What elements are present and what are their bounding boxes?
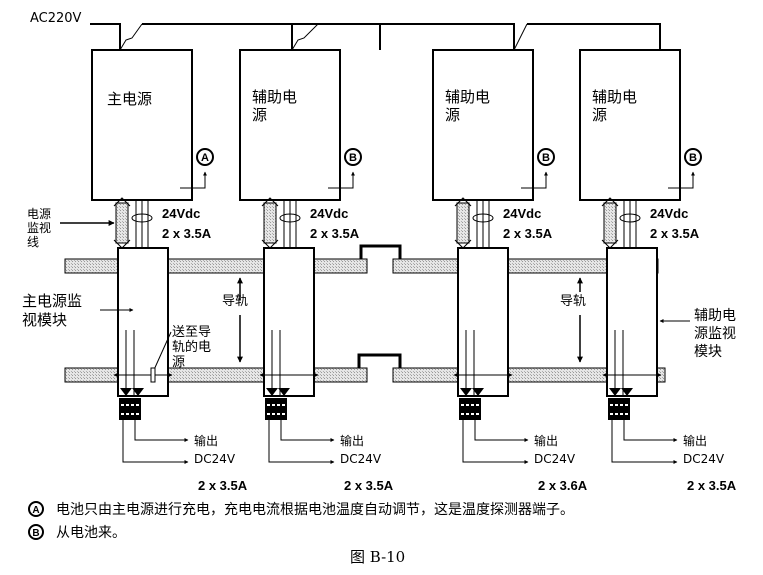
monitor-module-1: 输出 DC24V 2 x 3.5A [113, 247, 248, 493]
dc-current: 2 x 3.5A [650, 226, 700, 241]
marker-letter: B [542, 152, 550, 164]
monitor-module-4: 输出 DC24V 2 x 3.5A [602, 247, 737, 493]
monitor-cable [115, 202, 129, 244]
output-label: 输出 [683, 433, 707, 448]
terminal-block [265, 398, 287, 420]
svg-text:线: 线 [27, 235, 39, 249]
output-voltage: DC24V [534, 452, 576, 466]
terminal-block [119, 398, 141, 420]
supply-label: AC220V [30, 11, 82, 26]
ferrite-ring [131, 213, 153, 223]
dc-current: 2 x 3.5A [310, 226, 360, 241]
svg-text:源监视: 源监视 [694, 326, 736, 342]
svg-text:监视: 监视 [27, 220, 51, 235]
dc-label: 24Vdc [503, 206, 541, 221]
supply-name-line2: 源 [592, 106, 607, 124]
svg-text:主电源监: 主电源监 [22, 292, 82, 310]
monitor-cable [263, 202, 277, 244]
supply-name-line1: 辅助电 [445, 88, 490, 106]
supply-name-line1: 主电源 [107, 90, 152, 108]
monitor-cable [603, 202, 617, 244]
svg-text:源: 源 [172, 355, 185, 370]
output-voltage: DC24V [683, 452, 725, 466]
svg-text:模块: 模块 [694, 344, 722, 360]
dc-label: 24Vdc [162, 206, 200, 221]
power-supply-1: 主电源 A 24Vdc 2 x 3.5A [91, 49, 214, 249]
legend-item-a: A 电池只由主电源进行充电，充电电流根据电池温度自动调节，这是温度探测器端子。 [28, 501, 574, 518]
svg-text:视模块: 视模块 [22, 311, 67, 329]
ac-supply-line [90, 23, 661, 51]
rail-power-label: 送至导 轨的电 源 [150, 325, 211, 383]
output-voltage: DC24V [340, 452, 382, 466]
marker-letter: A [201, 152, 209, 164]
svg-text:轨的电: 轨的电 [172, 339, 211, 355]
output-current: 2 x 3.5A [687, 478, 737, 493]
svg-text:B: B [32, 528, 39, 539]
svg-text:辅助电: 辅助电 [694, 308, 736, 324]
supply-name-line1: 辅助电 [252, 88, 297, 106]
monitor-cable-label: 电源 监视 线 [27, 207, 115, 249]
rail-label-2: 导轨 [560, 277, 586, 363]
terminal-block [459, 398, 481, 420]
ferrite-ring [619, 213, 641, 223]
svg-text:A: A [32, 505, 39, 516]
dc-current: 2 x 3.5A [162, 226, 212, 241]
supply-name-line2: 源 [252, 106, 267, 124]
marker-circle-icon [344, 148, 362, 166]
monitor-cable [456, 202, 470, 244]
svg-text:电源: 电源 [27, 207, 51, 221]
output-voltage: DC24V [194, 452, 236, 466]
monitor-module-2: 输出 DC24V 2 x 3.5A [259, 247, 394, 493]
svg-text:电池只由主电源进行充电，充电电流根据电池温度自动调节，这是温: 电池只由主电源进行充电，充电电流根据电池温度自动调节，这是温度探测器端子。 [56, 501, 574, 518]
aux-module-label: 辅助电 源监视 模块 [659, 308, 736, 360]
output-current: 2 x 3.5A [198, 478, 248, 493]
legend: A 电池只由主电源进行充电，充电电流根据电池温度自动调节，这是温度探测器端子。 … [28, 501, 574, 541]
svg-text:从电池来。: 从电池来。 [56, 525, 126, 541]
output-current: 2 x 3.6A [538, 478, 588, 493]
output-label: 输出 [194, 433, 218, 448]
marker-letter: B [689, 152, 697, 164]
supply-name-line1: 辅助电 [592, 88, 637, 106]
output-label: 输出 [534, 433, 558, 448]
marker-circle-icon [196, 148, 214, 166]
svg-text:送至导: 送至导 [172, 325, 211, 340]
output-current: 2 x 3.5A [344, 478, 394, 493]
svg-text:导轨: 导轨 [222, 294, 248, 309]
marker-circle-icon [684, 148, 702, 166]
dc-label: 24Vdc [650, 206, 688, 221]
marker-circle-icon [537, 148, 555, 166]
rail-label-1: 导轨 [222, 277, 248, 363]
marker-letter: B [349, 152, 357, 164]
legend-item-b: B 从电池来。 [28, 524, 126, 541]
output-label: 输出 [340, 433, 364, 448]
dc-label: 24Vdc [310, 206, 348, 221]
supply-name-line2: 源 [445, 106, 460, 124]
terminal-block [608, 398, 630, 420]
figure-caption: 图 B-10 [350, 548, 405, 566]
svg-text:导轨: 导轨 [560, 294, 586, 309]
ferrite-ring [472, 213, 494, 223]
dc-current: 2 x 3.5A [503, 226, 553, 241]
ferrite-ring [279, 213, 301, 223]
main-module-label: 主电源监 视模块 [22, 292, 134, 329]
monitor-module-3: 输出 DC24V 2 x 3.6A [453, 247, 588, 493]
